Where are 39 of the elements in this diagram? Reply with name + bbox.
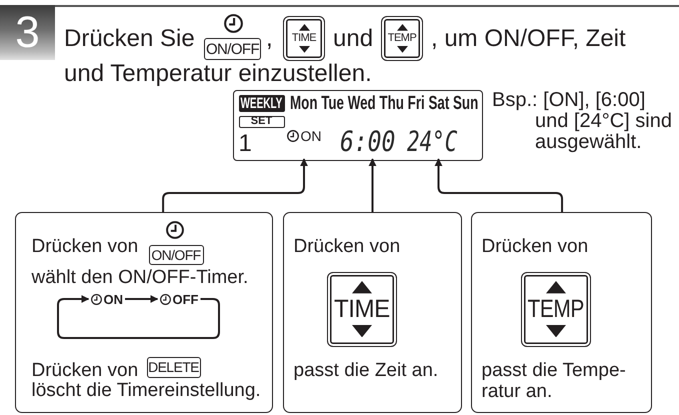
- instruction-text: Drücken Sie: [64, 27, 195, 51]
- instruction-box: [15, 212, 273, 413]
- lcd-display: [233, 90, 483, 161]
- instruction-text: Drücken von: [294, 236, 400, 256]
- instruction-text: ,: [266, 27, 273, 51]
- program-number: 1: [238, 132, 252, 156]
- leader-arrow: [162, 158, 308, 212]
- delete-key: DELETE: [146, 356, 200, 378]
- time-key: TIME: [283, 16, 325, 61]
- weekly-indicator: WEEKLY: [238, 94, 284, 112]
- instruction-text: , um ON/OFF, Zeit: [431, 27, 626, 51]
- instruction-text: und: [333, 27, 374, 51]
- instruction-box: [283, 212, 462, 413]
- temp-key: TEMP: [381, 16, 423, 61]
- timer-on-text: ON: [300, 130, 322, 142]
- instruction-text: Drücken von: [482, 236, 588, 256]
- instruction-text: und Temperatur einzustellen.: [64, 62, 372, 86]
- instruction-text: Drücken von: [32, 360, 138, 380]
- temp-key: TEMP: [520, 272, 590, 346]
- description-text: wählt den ON/OFF-Timer.: [32, 268, 248, 286]
- instruction-box: [471, 212, 652, 413]
- example-note: Bsp.: [ON], [6:00] und [24°C] sind ausgewählt.: [492, 90, 673, 153]
- description-text: passt die Zeit an.: [294, 360, 438, 380]
- time-key: TIME: [326, 272, 396, 346]
- time-readout: 6:00: [340, 128, 395, 156]
- description-text: passt die Tempe- ratur an.: [482, 360, 627, 402]
- timer-on-text: ON: [104, 294, 123, 304]
- cycle-arrow: [125, 295, 158, 303]
- timer-off-text: OFF: [172, 294, 198, 304]
- description-text: löscht die Timereinstellung.: [32, 380, 261, 400]
- on-off-key: ON/OFF: [204, 38, 261, 60]
- on-off-key: ON/OFF: [148, 244, 204, 264]
- leader-arrow: [434, 158, 564, 212]
- weekday-labels: Mon Tue Wed Thu Fri Sat Sun: [290, 94, 478, 112]
- instruction-text: Drücken von: [32, 236, 138, 256]
- leader-arrow: [368, 158, 376, 212]
- cycle-arrow: [57, 295, 220, 339]
- temperature-readout: 24°C: [406, 128, 457, 156]
- step-number: 3: [0, 5, 55, 60]
